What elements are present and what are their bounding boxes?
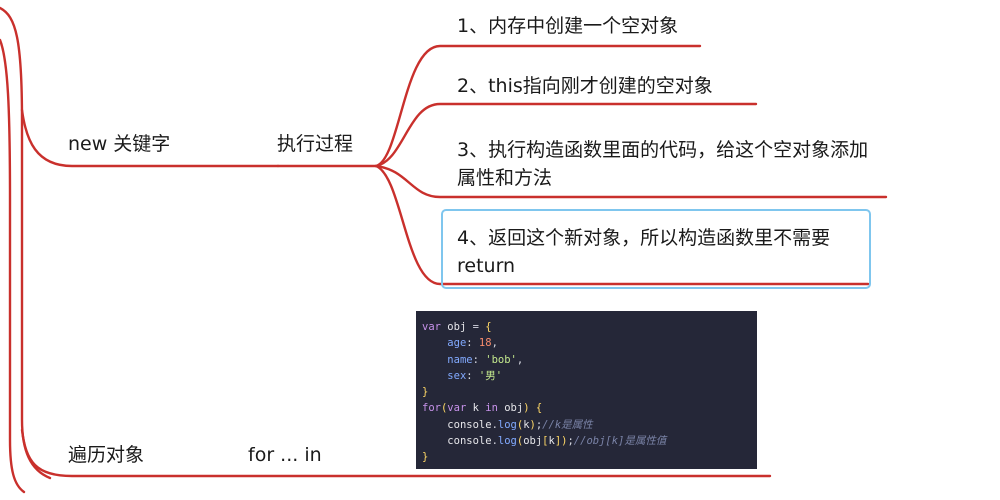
node-step-2[interactable]: 2、this指向刚才创建的空对象 [457, 75, 713, 97]
node-step-1[interactable]: 1、内存中创建一个空对象 [457, 15, 679, 37]
code-line: console.log(k);//k是属性 [447, 418, 593, 431]
branch-step2 [374, 102, 758, 168]
node-iterate-object[interactable]: 遍历对象 [68, 444, 145, 466]
code-line: for(var k in obj) { [422, 402, 543, 415]
trunk-line [0, 6, 52, 480]
selected-node-frame [441, 209, 871, 289]
node-execution-process[interactable]: 执行过程 [277, 133, 354, 155]
code-line: var obj = { [422, 321, 492, 333]
trunk-to-iterate [20, 428, 772, 478]
code-line: name: 'bob', [447, 353, 524, 366]
code-line: age: 18, [447, 337, 498, 350]
node-step-4[interactable]: 4、返回这个新对象，所以构造函数里不需要return [457, 227, 831, 277]
code-line: sex: '男' [447, 369, 503, 382]
code-line: } [422, 451, 429, 464]
node-new-keyword[interactable]: new 关键字 [68, 133, 171, 155]
trunk-line-2 [0, 38, 26, 494]
code-line: } [422, 386, 429, 399]
branch-step4 [374, 164, 870, 286]
node-step-3[interactable]: 3、执行构造函数里面的代码，给这个空对象添加属性和方法 [457, 139, 869, 189]
code-snippet-image: var obj = { age: 18, name: 'bob', sex: '… [416, 311, 757, 469]
code-line: console.log(obj[k]);//obj[k]是属性值 [447, 435, 667, 448]
branch-step1 [374, 44, 702, 168]
branch-step3 [374, 164, 888, 199]
node-for-in[interactable]: for ... in [248, 444, 322, 466]
trunk-to-new [20, 108, 280, 168]
